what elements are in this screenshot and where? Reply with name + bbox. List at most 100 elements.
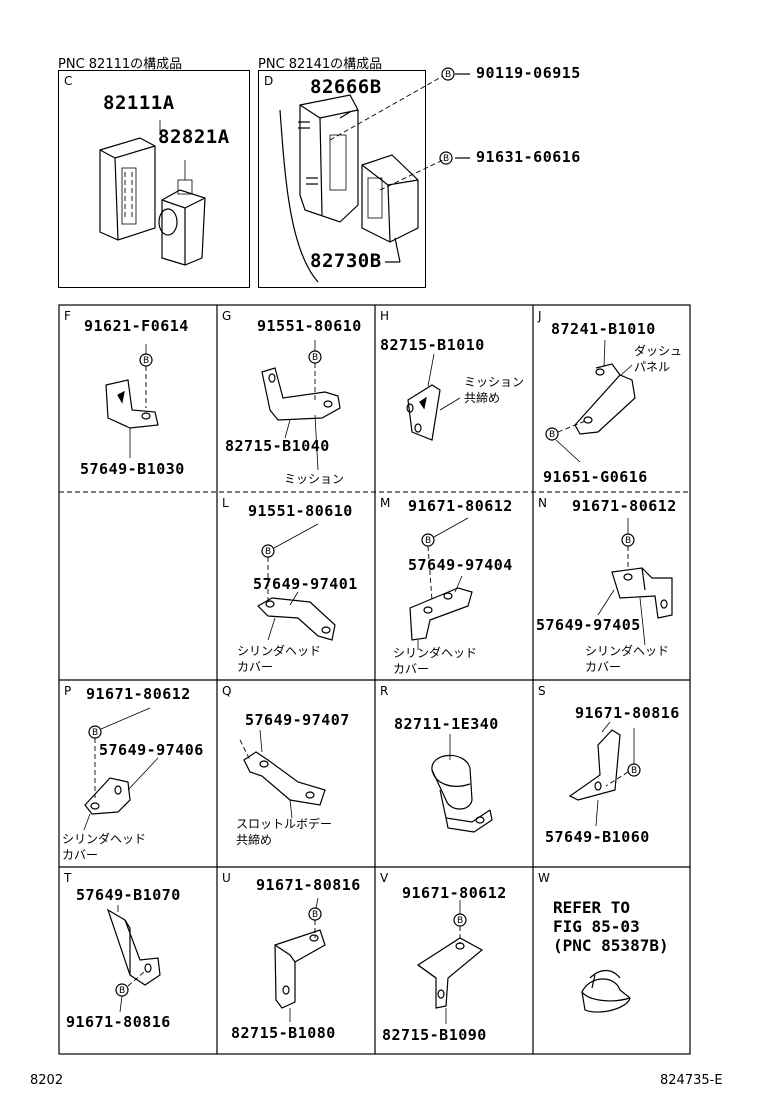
part-91671-80816-s[interactable]: 91671-80816: [575, 704, 680, 722]
cell-p-letter: P: [64, 684, 72, 698]
svg-text:B: B: [625, 536, 631, 546]
cell-j-letter: J: [538, 309, 542, 323]
caption-pnc-82141: PNC 82141の構成品: [258, 57, 383, 72]
bracket-q-drawing: [239, 729, 326, 819]
part-57649-97407[interactable]: 57649-97407: [245, 711, 350, 729]
cell-m-letter: M: [380, 496, 391, 510]
bracket-j-drawing: B: [545, 339, 636, 463]
bracket-g-drawing: B: [261, 340, 341, 471]
part-82666b[interactable]: 82666B: [310, 76, 382, 98]
note-cylinder-head-l: シリンダヘッド: [237, 644, 322, 658]
part-91671-80612-m[interactable]: 91671-80612: [408, 497, 513, 515]
part-87241-b1010[interactable]: 87241-B1010: [551, 320, 656, 338]
bracket-u-drawing: B: [274, 897, 326, 1022]
cell-h-letter: H: [380, 309, 390, 323]
note-throttle-body: スロットルボデー: [236, 817, 333, 831]
cell-g-letter: G: [222, 309, 232, 323]
cell-w-letter: W: [538, 871, 550, 885]
bracket-s-drawing: B: [568, 721, 641, 827]
svg-text:B: B: [312, 910, 318, 920]
part-82715-b1040[interactable]: 82715-B1040: [225, 437, 330, 455]
part-91671-80612-v[interactable]: 91671-80612: [402, 884, 507, 902]
svg-text:B: B: [143, 356, 149, 366]
part-57649-97401[interactable]: 57649-97401: [253, 575, 358, 593]
part-91551-80610-g[interactable]: 91551-80610: [257, 317, 362, 335]
note-cover-n: カバー: [585, 660, 622, 674]
part-91671-80816-t[interactable]: 91671-80816: [66, 1013, 171, 1031]
part-91671-80612-p[interactable]: 91671-80612: [86, 685, 191, 703]
part-57649-b1070[interactable]: 57649-B1070: [76, 886, 181, 904]
part-91621-f0614[interactable]: 91621-F0614: [84, 317, 189, 335]
note-mission-h: ミッション: [464, 375, 525, 389]
part-57649-97404[interactable]: 57649-97404: [408, 556, 513, 574]
box-c-letter: C: [64, 74, 73, 88]
part-82715-b1080[interactable]: 82715-B1080: [231, 1024, 336, 1042]
part-91631-60616[interactable]: 91631-60616: [476, 148, 581, 166]
part-91671-80612-n[interactable]: 91671-80612: [572, 497, 677, 515]
relay-drawing: [158, 160, 206, 266]
bracket-n-drawing: B: [597, 518, 673, 646]
note-cylinder-head-n: シリンダヘッド: [585, 644, 670, 658]
svg-text:B: B: [443, 154, 449, 164]
note-tomojime-q: 共締め: [236, 833, 273, 847]
cell-f-letter: F: [64, 309, 71, 323]
footer-figure-code: 824735-E: [660, 1073, 723, 1088]
part-82715-b1090[interactable]: 82715-B1090: [382, 1026, 487, 1044]
svg-text:B: B: [92, 728, 98, 738]
svg-text:B: B: [457, 916, 463, 926]
box-d: [258, 70, 426, 288]
svg-text:B: B: [549, 430, 555, 440]
cell-s-letter: S: [538, 684, 546, 698]
module-drawing: [361, 154, 419, 243]
cell-q-letter: Q: [222, 684, 232, 698]
bracket-t-drawing: B: [106, 905, 161, 1013]
cell-u-letter: U: [222, 871, 231, 885]
refer-line-2[interactable]: FIG 85-03: [553, 917, 640, 936]
note-cover-p: カバー: [62, 848, 99, 862]
bracket-m-drawing: B: [409, 517, 473, 650]
clamp-r-drawing: [431, 734, 493, 833]
bracket-l-drawing: B: [257, 523, 336, 641]
part-91551-80610-l[interactable]: 91551-80610: [248, 502, 353, 520]
part-82715-b1010[interactable]: 82715-B1010: [380, 336, 485, 354]
note-cover-m: カバー: [393, 662, 430, 676]
svg-text:B: B: [265, 547, 271, 557]
note-tomojime-h: 共締め: [464, 391, 501, 405]
cell-n-letter: N: [538, 496, 547, 510]
svg-text:B: B: [631, 766, 637, 776]
part-90119-06915[interactable]: 90119-06915: [476, 64, 581, 82]
part-57649-b1060[interactable]: 57649-B1060: [545, 828, 650, 846]
cell-l-letter: L: [222, 496, 229, 510]
box-d-letter: D: [264, 74, 274, 88]
bracket-f-drawing: B: [105, 344, 159, 458]
note-cylinder-head-m: シリンダヘッド: [393, 646, 478, 660]
part-82821a[interactable]: 82821A: [158, 126, 230, 148]
part-82111a[interactable]: 82111A: [103, 92, 175, 114]
bracket-h-drawing: [406, 353, 461, 441]
box-c: [58, 70, 250, 288]
cell-r-letter: R: [380, 684, 389, 698]
svg-text:B: B: [425, 536, 431, 546]
footer-page-number: 8202: [30, 1073, 64, 1088]
part-91651-g0616[interactable]: 91651-G0616: [543, 468, 648, 486]
svg-text:B: B: [445, 70, 451, 80]
note-cylinder-head-p: シリンダヘッド: [62, 832, 147, 846]
caption-pnc-82111: PNC 82111の構成品: [58, 57, 183, 72]
part-57649-97406[interactable]: 57649-97406: [99, 741, 204, 759]
part-57649-b1030[interactable]: 57649-B1030: [80, 460, 185, 478]
bracket-v-drawing: B: [416, 900, 484, 1024]
ecu-block-drawing: [99, 120, 161, 241]
svg-text:B: B: [312, 353, 318, 363]
note-dash: ダッシュ: [634, 344, 683, 358]
cell-v-letter: V: [380, 871, 389, 885]
part-82730b[interactable]: 82730B: [310, 250, 382, 272]
part-57649-97405[interactable]: 57649-97405: [536, 616, 641, 634]
connector-block-drawing: [279, 94, 359, 283]
part-82711-1e340[interactable]: 82711-1E340: [394, 715, 499, 733]
clamp-w-drawing: [581, 969, 631, 1013]
part-91671-80816-u[interactable]: 91671-80816: [256, 876, 361, 894]
note-mission-g: ミッション: [284, 472, 345, 486]
refer-line-3[interactable]: (PNC 85387B): [553, 936, 669, 955]
refer-line-1[interactable]: REFER TO: [553, 898, 631, 917]
